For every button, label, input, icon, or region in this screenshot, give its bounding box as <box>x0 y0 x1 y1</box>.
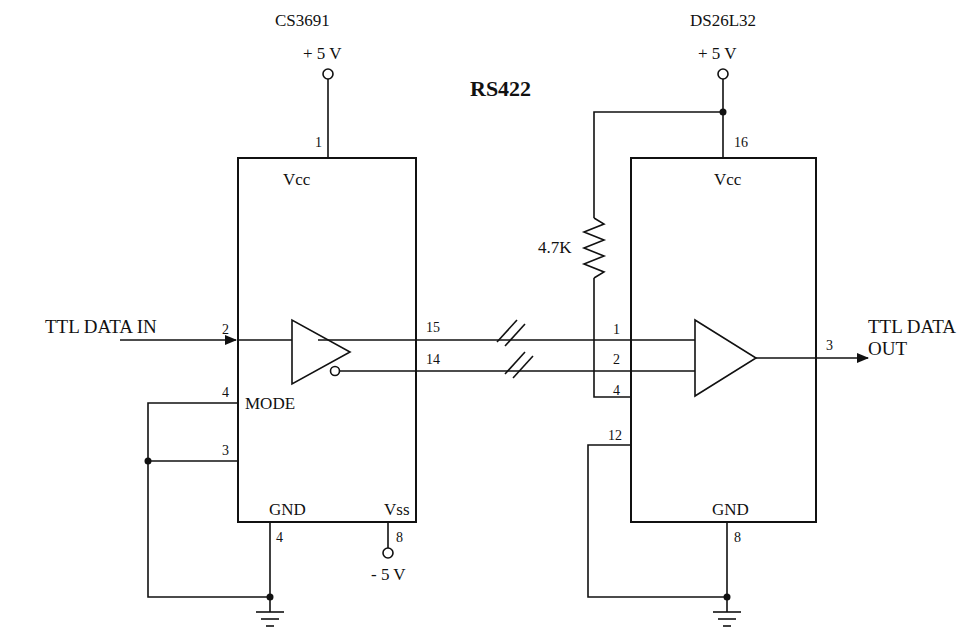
pin-number: 14 <box>426 352 440 368</box>
ic-package: DS26L32VccGND <box>630 157 817 523</box>
signal-wire <box>417 370 630 372</box>
pin-number: 2 <box>613 352 620 368</box>
part-number: DS26L32 <box>690 12 756 31</box>
supply-label: + 5 V <box>698 44 737 64</box>
supply-label: - 5 V <box>371 565 406 585</box>
pin-number: 15 <box>426 320 440 336</box>
pin-name: MODE <box>245 395 295 414</box>
pin-number: 16 <box>734 135 748 151</box>
signal-wire <box>417 339 630 341</box>
supply-label: + 5 V <box>303 44 342 64</box>
supply-terminal <box>718 69 728 79</box>
signal-name: TTL DATA OUT <box>868 316 968 360</box>
receiver-symbol <box>695 320 756 396</box>
resistor-symbol <box>584 218 604 278</box>
pin-number: 1 <box>613 322 620 338</box>
ic-package: CS3691VccMODEGNDVss <box>237 157 417 523</box>
pin-name: GND <box>269 501 306 520</box>
pin-number: 2 <box>222 322 229 338</box>
pin-number: 4 <box>276 530 283 546</box>
pin-number: 8 <box>734 530 741 546</box>
title: RS422 <box>470 76 531 101</box>
signal-name: TTL DATA IN <box>45 316 157 338</box>
supply-terminal <box>323 69 333 79</box>
part-number: CS3691 <box>275 12 330 31</box>
pin-name: Vss <box>384 501 410 520</box>
driver-symbol <box>292 320 350 384</box>
pin-name: GND <box>712 501 749 520</box>
pin-number: 4 <box>613 383 620 399</box>
pin-name: Vcc <box>714 171 741 190</box>
resistor-value: 4.7K <box>538 238 572 258</box>
pin-number: 3 <box>826 338 833 354</box>
pin-number: 4 <box>222 385 229 401</box>
pin-number: 1 <box>315 135 322 151</box>
pin-number: 3 <box>222 443 229 459</box>
pin-number: 12 <box>608 428 622 444</box>
pin-name: Vcc <box>283 171 310 190</box>
pin-number: 8 <box>396 530 403 546</box>
